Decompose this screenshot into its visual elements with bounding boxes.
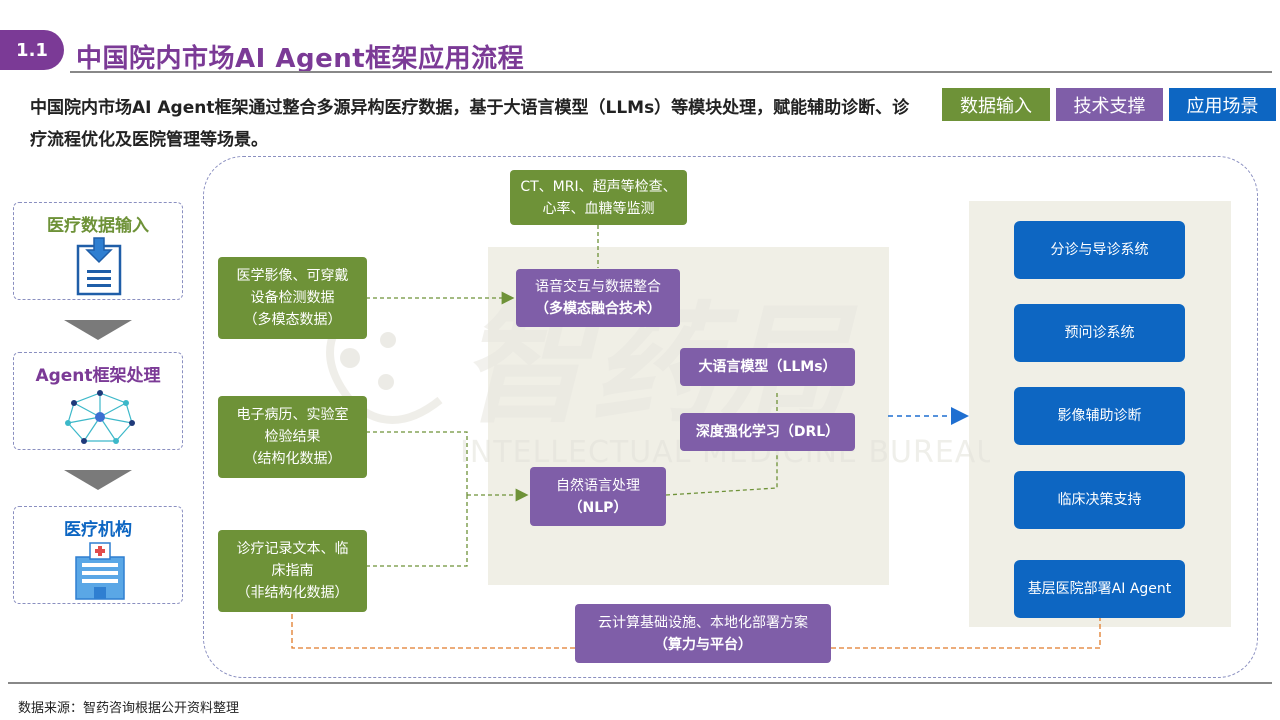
line-cloud-to-inputs <box>291 611 575 649</box>
input-multimodal-data: 医学影像、可穿戴 设备检测数据 （多模态数据） <box>218 257 367 339</box>
input-unstructured-line2: 床指南 <box>271 563 314 579</box>
tech-voice-line1: 语音交互与数据整合 <box>535 279 661 295</box>
line-cloud-to-apps <box>831 617 1101 649</box>
tech-nlp-line1: 自然语言处理 <box>556 477 640 494</box>
input-exam-line1: CT、MRI、超声等检查、 <box>520 178 677 195</box>
tech-nlp: 自然语言处理 （NLP） <box>530 467 666 526</box>
sidebar-label-data-input: 医疗数据输入 <box>47 216 149 236</box>
line-unstructured-join <box>366 495 468 567</box>
input-unstructured-data: 诊疗记录文本、临 床指南 （非结构化数据） <box>218 530 367 612</box>
input-structured-line3: （结构化数据） <box>243 451 342 467</box>
sidebar-card-data-input: 医疗数据输入 <box>13 202 183 300</box>
app-triage-guidance: 分诊与导诊系统 <box>1014 221 1185 279</box>
document-download-icon <box>76 237 122 296</box>
flow-arrow-down-1 <box>64 320 132 340</box>
tech-cloud-line1: 云计算基础设施、本地化部署方案 <box>598 614 808 631</box>
title-divider <box>70 71 1272 73</box>
input-exam-line2: 心率、血糖等监测 <box>542 200 655 217</box>
input-structured-data: 电子病历、实验室 检验结果 （结构化数据） <box>218 396 367 478</box>
tech-llm: 大语言模型（LLMs） <box>680 348 855 386</box>
data-source: 数据来源：智药咨询根据公开资料整理 <box>18 701 240 716</box>
legend-data-input: 数据输入 <box>942 88 1050 121</box>
line-structured-join <box>366 431 468 495</box>
input-structured-line1: 电子病历、实验室 <box>236 407 349 423</box>
tech-voice-integration: 语音交互与数据整合 （多模态融合技术） <box>516 269 680 327</box>
tech-drl: 深度强化学习（DRL） <box>680 413 855 451</box>
input-multimodal-line2: 设备检测数据 <box>250 290 335 306</box>
input-unstructured-line1: 诊疗记录文本、临 <box>236 541 349 557</box>
input-structured-line2: 检验结果 <box>264 429 321 445</box>
sidebar-label-institution: 医疗机构 <box>64 520 132 540</box>
input-unstructured-line3: （非结构化数据） <box>236 585 349 601</box>
sidebar-label-agent: Agent框架处理 <box>35 366 161 386</box>
tech-cloud-line2: （算力与平台） <box>654 636 752 653</box>
input-multimodal-line1: 医学影像、可穿戴 <box>236 268 349 284</box>
flow-arrow-down-2 <box>64 470 132 490</box>
tech-nlp-line2: （NLP） <box>568 499 628 516</box>
app-clinical-decision: 临床决策支持 <box>1014 471 1185 529</box>
network-icon <box>65 390 135 444</box>
sidebar-card-agent: Agent框架处理 <box>13 352 183 450</box>
legend-tech-support: 技术支撑 <box>1056 88 1163 121</box>
line-nlp-to-drl <box>665 453 778 496</box>
app-imaging-diagnosis: 影像辅助诊断 <box>1014 387 1185 445</box>
page-title: 中国院内市场AI Agent框架应用流程 <box>76 44 525 74</box>
legend-application: 应用场景 <box>1169 88 1276 121</box>
section-number-badge: 1.1 <box>0 30 64 70</box>
tech-voice-line2: （多模态融合技术） <box>535 301 661 317</box>
hospital-icon <box>75 542 125 600</box>
app-primary-hospital-agent: 基层医院部署AI Agent <box>1014 560 1185 618</box>
framework-panel <box>203 156 1258 678</box>
input-multimodal-line3: （多模态数据） <box>243 312 342 328</box>
app-pre-consultation: 预问诊系统 <box>1014 304 1185 362</box>
intro-text: 中国院内市场AI Agent框架通过整合多源异构医疗数据，基于大语言模型（LLM… <box>30 98 910 150</box>
input-exam-monitoring: CT、MRI、超声等检查、 心率、血糖等监测 <box>510 170 687 225</box>
footer-divider <box>8 682 1272 684</box>
sidebar-card-institution: 医疗机构 <box>13 506 183 604</box>
tech-cloud-platform: 云计算基础设施、本地化部署方案 （算力与平台） <box>575 604 831 663</box>
